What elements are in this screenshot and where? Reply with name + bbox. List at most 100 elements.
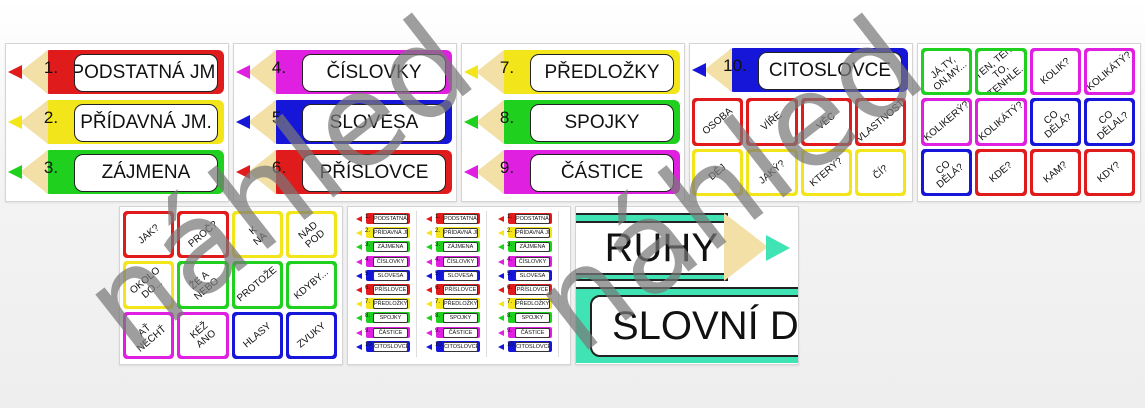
word-card: ŽE A NEBO [177, 261, 229, 309]
mini-pencil-label: CITOSLOVCE [515, 341, 550, 352]
mini-pencil: 5.SLOVESA [356, 269, 410, 281]
mini-pencil: 9.ČÁSTICE [498, 326, 552, 338]
mini-pencil-label: CITOSLOVCE [373, 341, 408, 352]
word-card: VĚC [800, 98, 852, 146]
pencil-wood [248, 50, 276, 94]
pencil-label: PŘÍSLOVCE [302, 154, 446, 192]
slide-thumbnail-1[interactable]: 1.PODSTATNÁ JM.2.PŘÍDAVNÁ JM.3.ZÁJMENA [5, 43, 229, 202]
slide-thumbnail-5[interactable]: JÁ,TY, ON,MY...TEN, TEN TO, TENHLE...KOL… [917, 43, 1141, 202]
mini-pencil: 3.ZÁJMENA [498, 241, 552, 253]
word-card: JÁ,TY, ON,MY... [921, 48, 973, 96]
pencil-number: 7. [499, 58, 515, 77]
mini-pencil-tip [356, 301, 362, 308]
pencil-8: 8.SPOJKY [464, 98, 680, 146]
mini-pencil: 10.CITOSLOVCE [426, 340, 480, 352]
pencil-wood-large [724, 213, 768, 281]
mini-pencil-tip [498, 272, 504, 279]
mini-pencil-number: 1. [435, 214, 441, 220]
word-card-text: ŽE A NEBO [187, 269, 221, 303]
mini-pencil: 2.PŘÍDAVNÁ JM. [426, 227, 480, 239]
word-card-text: KDY? [1095, 159, 1123, 185]
mini-pencil-number: 4. [507, 256, 513, 263]
mini-pencil: 8.SPOJKY [426, 312, 480, 324]
pencil-4: 4.ČÍSLOVKY [236, 48, 452, 96]
word-card-text: KOLIKÁTÝ? [976, 100, 1026, 144]
mini-pencil-number: 6. [507, 285, 513, 291]
mini-pencil-tip [498, 230, 504, 237]
mini-pencil-label: ČÍSLOVKY [443, 256, 478, 267]
mini-pencil: 6.PŘÍSLOVCE [426, 284, 480, 295]
mini-pencil-number: 7. [365, 299, 371, 306]
mini-pencil-label: ZÁJMENA [443, 242, 478, 253]
word-card: CO DĚLÁ? [921, 148, 973, 196]
title-box-top: RUHY [576, 221, 734, 275]
mini-pencil-label: SLOVESA [515, 270, 550, 281]
mini-pencil-tip [426, 216, 432, 222]
word-card-text: JAK? [135, 222, 162, 247]
mini-pencil-number: 10. [365, 341, 374, 348]
mini-pencil-number: 4. [365, 256, 371, 263]
pencil-tip [236, 115, 250, 129]
mini-pencil-tip [426, 343, 432, 350]
pencil-wood [20, 100, 48, 144]
mini-pencil: 6.PŘÍSLOVCE [498, 284, 552, 295]
mini-pencil-tip [426, 301, 432, 308]
pencil-label: SLOVESA [302, 104, 446, 142]
word-card-text: VĚC [814, 110, 838, 133]
word-card-text: JAKÝ? [756, 158, 788, 187]
pencil-label: ČÍSLOVKY [302, 54, 446, 92]
mini-pencil: 9.ČÁSTICE [356, 326, 410, 338]
mini-pencil-tip [426, 329, 432, 336]
mini-pencil-number: 10. [507, 341, 516, 348]
word-card: OKOLO DO... [123, 261, 175, 309]
mini-pencil-label: ČÍSLOVKY [515, 256, 550, 267]
mini-pencil-tip [426, 287, 432, 293]
mini-pencil-tip [356, 258, 362, 265]
mini-pencil: 8.SPOJKY [356, 312, 410, 324]
word-card-text: CO DĚLÁ? [1042, 108, 1075, 141]
mini-pencil-label: SPOJKY [443, 313, 478, 324]
mini-pencil-tip [426, 272, 432, 279]
mini-pencil: 2.PŘÍDAVNÁ JM. [498, 227, 552, 239]
mini-pencil-label: ČÁSTICE [443, 327, 478, 338]
mini-pencil: 2.PŘÍDAVNÁ JM. [356, 227, 410, 239]
word-card: KDYBY... [285, 261, 337, 309]
pencil-tip [464, 165, 478, 179]
word-card-text: CO DĚLÁ? [933, 159, 966, 191]
word-card-text: KDYBY... [292, 267, 331, 303]
mini-pencil-number: 6. [365, 285, 371, 291]
word-card-text: K NA [247, 224, 270, 248]
mini-pencil: 4.ČÍSLOVKY [426, 255, 480, 267]
mini-pencil: 10.CITOSLOVCE [498, 340, 552, 352]
word-card: CO DĚLAL? [1083, 98, 1135, 146]
word-card-text: OKOLO DO... [127, 265, 165, 301]
mini-pencil-label: PŘÍDAVNÁ JM. [443, 228, 478, 239]
mini-pencil: 6.PŘÍSLOVCE [356, 284, 410, 295]
mini-pencil-label: CITOSLOVCE [443, 341, 478, 352]
word-card: KTERÝ? [800, 148, 852, 196]
mini-pencil-tip [356, 216, 362, 222]
pencil-label: CITOSLOVCE [758, 52, 902, 90]
mini-pencil-label: ZÁJMENA [515, 242, 550, 253]
mini-pencil-number: 6. [435, 285, 441, 291]
mini-pencil-tip [426, 230, 432, 237]
pencil-label: ZÁJMENA [74, 154, 218, 192]
mini-pencil-tip [498, 216, 504, 222]
mini-pencil-label: PŘEDLOŽKY [373, 299, 408, 310]
word-card-text: JÁ,TY, ON,MY... [928, 54, 969, 93]
word-card-text: OSOBA [700, 106, 735, 138]
mini-pencil-label: ČÁSTICE [515, 327, 550, 338]
pencil-2: 2.PŘÍDAVNÁ JM. [8, 98, 224, 146]
slide-thumbnail-7[interactable]: 1. PODSTATNÁ JM. 2.PŘÍDAVNÁ JM. 3.ZÁJMENA 4.… [347, 206, 571, 365]
mini-pencil-label: PODSTATNÁ JM. [373, 214, 408, 224]
mini-pencil: 7.PŘEDLOŽKY [356, 298, 410, 310]
mini-pencil: 4.ČÍSLOVKY [356, 255, 410, 267]
word-card: KDE? [975, 148, 1027, 196]
mini-pencil-tip [356, 287, 362, 293]
